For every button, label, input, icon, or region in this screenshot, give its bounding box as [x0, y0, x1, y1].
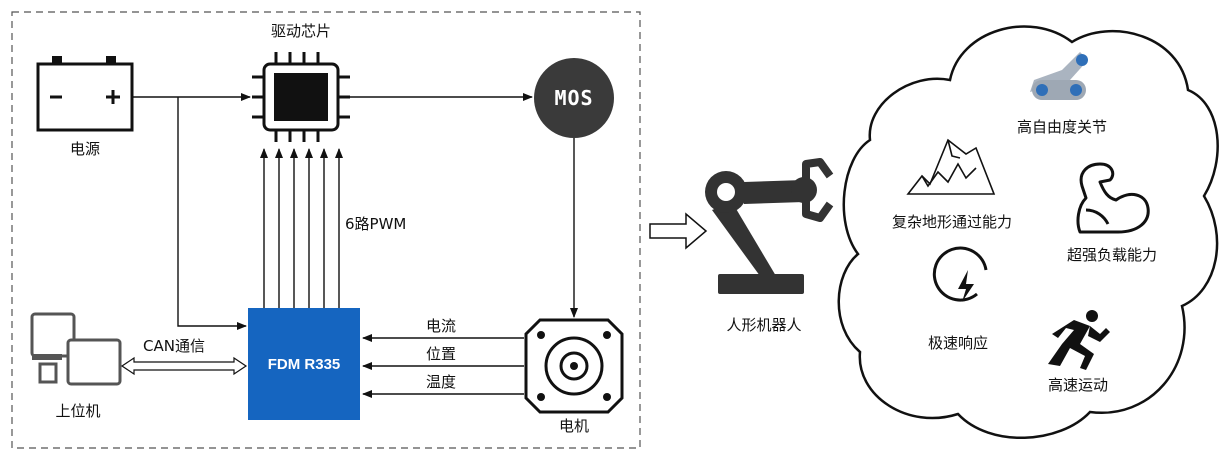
fdm-r335-block: [248, 308, 360, 420]
can-double-arrow: [120, 356, 248, 376]
pwm-label: 6路PWM: [345, 215, 407, 233]
feature-high-dof-joint: 高自由度关节: [1016, 118, 1108, 136]
capability-cloud: [837, 25, 1219, 440]
motor-icon: [524, 318, 624, 414]
robot-arm-icon: [705, 158, 834, 294]
pwm-arrows: [260, 148, 343, 308]
feature-high-speed-motion: 高速运动: [1047, 376, 1109, 394]
lightning-icon: [932, 246, 988, 302]
feature-complex-terrain: 复杂地形通过能力: [891, 213, 1013, 231]
feature-fast-response: 极速响应: [927, 334, 989, 352]
motor-label: 电机: [558, 417, 590, 435]
mountain-icon: [906, 138, 996, 195]
position-label: 位置: [426, 345, 457, 363]
chain-joint-icon: [1030, 52, 1088, 100]
runner-icon: [1048, 310, 1110, 370]
mos-circle: [534, 58, 614, 138]
power-to-controller-arrow: [177, 97, 247, 330]
feature-high-load: 超强负载能力: [1066, 246, 1158, 264]
power-label: 电源: [69, 140, 101, 158]
hollow-right-arrow: [649, 212, 708, 250]
humanoid-robot-label: 人形机器人: [726, 316, 802, 334]
host-label: 上位机: [55, 402, 101, 420]
chip-icon: [252, 52, 350, 142]
computer-icon: [30, 312, 122, 386]
driver-chip-label: 驱动芯片: [270, 22, 332, 40]
muscle-arm-icon: [1076, 162, 1150, 234]
can-label: CAN通信: [143, 337, 205, 355]
dashed-system-frame: [11, 11, 641, 449]
fdm-r335-label: FDM R335: [267, 355, 341, 373]
current-label: 电流: [426, 317, 457, 335]
mos-label: MOS: [554, 86, 594, 110]
battery-icon: [36, 56, 134, 132]
temperature-label: 温度: [426, 373, 457, 391]
